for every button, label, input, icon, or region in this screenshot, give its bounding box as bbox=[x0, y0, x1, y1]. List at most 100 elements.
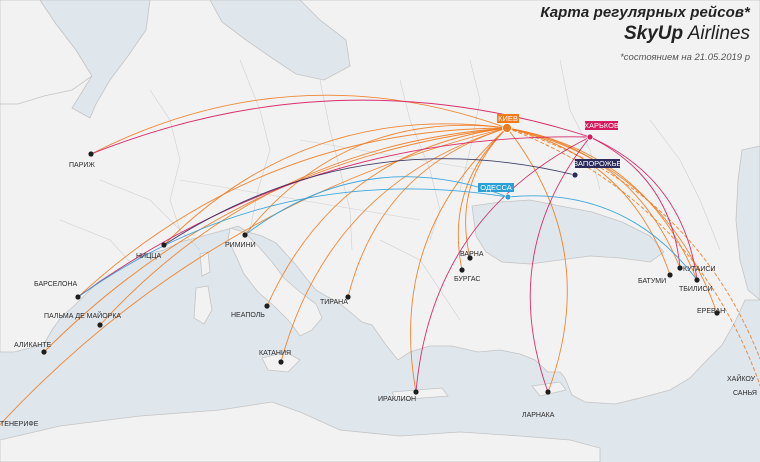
city-label-sanya: САНЬЯ bbox=[733, 390, 757, 397]
route-kyiv-batumi bbox=[506, 127, 671, 276]
city-label-tirana: ТИРАНА bbox=[320, 299, 348, 306]
route-kyiv-burgas bbox=[457, 127, 508, 271]
city-marker-tbilisi[interactable] bbox=[694, 277, 700, 283]
city-marker-yerevan[interactable] bbox=[714, 310, 720, 316]
city-label-kutaisi: КУТАИСИ bbox=[683, 266, 715, 273]
city-label-naples: НЕАПОЛЬ bbox=[231, 312, 265, 319]
city-label-haikou: ХАЙКОУ bbox=[727, 374, 756, 383]
city-marker-varna[interactable] bbox=[467, 255, 473, 261]
brand-regular: Airlines bbox=[683, 23, 750, 44]
city-label-burgas: БУРГАС bbox=[454, 276, 480, 283]
hub-marker-kharkiv[interactable] bbox=[586, 133, 594, 141]
route-kyiv-haikou bbox=[506, 127, 760, 361]
city-label-nice: НИЦЦА bbox=[136, 253, 161, 260]
city-marker-rimini[interactable] bbox=[242, 232, 248, 238]
caspian-sea bbox=[735, 145, 760, 301]
route-zaporizhzhia-nice bbox=[163, 158, 576, 246]
hub-label-text-odesa: ОДЕССА bbox=[480, 183, 511, 192]
land-corsica bbox=[199, 251, 211, 277]
city-marker-catania[interactable] bbox=[278, 359, 284, 365]
city-marker-barcelona[interactable] bbox=[75, 294, 81, 300]
route-kyiv-barcelona bbox=[77, 127, 508, 298]
route-kyiv-sanya bbox=[506, 127, 760, 387]
city-label-rimini: РИМИНИ bbox=[225, 242, 256, 249]
hub-label-box-kyiv bbox=[497, 114, 519, 123]
city-marker-heraklion[interactable] bbox=[413, 389, 419, 395]
hub-label-kyiv: КИЕВ bbox=[497, 114, 519, 123]
brand-logo: SkyUp Airlines bbox=[540, 23, 750, 45]
hub-label-text-kharkiv: ХАРЬКОВ bbox=[584, 121, 619, 130]
city-label-palma: ПАЛЬМА ДЕ МАЙОРКА bbox=[44, 311, 121, 320]
city-marker-nice[interactable] bbox=[161, 242, 167, 248]
city-marker-alicante[interactable] bbox=[41, 349, 47, 355]
route-kyiv-tenerife bbox=[0, 127, 508, 426]
route-odesa-tbilisi bbox=[507, 195, 698, 281]
hub-marker-kyiv[interactable] bbox=[502, 123, 512, 133]
north-sea bbox=[39, 0, 151, 119]
hub-marker-odesa[interactable] bbox=[504, 193, 512, 201]
labels-layer: ПАРИЖ НИЦЦА РИМИНИ БАРСЕЛОНА ПАЛЬМА ДЕ МАЙОР… bbox=[0, 114, 757, 428]
land-europe bbox=[0, 0, 760, 405]
hub-label-odesa: ОДЕССА bbox=[478, 183, 514, 192]
route-kyiv-tbilisi bbox=[506, 127, 698, 281]
hub-label-box-kharkiv bbox=[585, 121, 618, 130]
route-kyiv-paris bbox=[90, 94, 508, 155]
route-odesa-rimini bbox=[244, 176, 509, 236]
route-kyiv-alicante bbox=[43, 127, 508, 353]
route-odesa-barcelona bbox=[77, 188, 509, 298]
city-marker-tirana[interactable] bbox=[345, 294, 351, 300]
map-title: Карта регулярных рейсов* bbox=[540, 4, 750, 21]
route-kharkiv-paris bbox=[90, 99, 591, 155]
hub-marker-zaporizhzhia[interactable] bbox=[571, 171, 579, 179]
hub-label-box-odesa bbox=[478, 183, 514, 192]
land-crete bbox=[391, 387, 449, 401]
route-kharkiv-kutaisi bbox=[589, 136, 681, 269]
hub-label-kharkiv: ХАРЬКОВ bbox=[584, 121, 619, 130]
route-kharkiv-larnaca bbox=[529, 136, 591, 393]
land-sardinia bbox=[193, 285, 213, 325]
route-kyiv-rimini bbox=[244, 124, 508, 236]
city-label-tbilisi: ТБИЛИСИ bbox=[679, 286, 713, 293]
land-italy bbox=[227, 227, 323, 337]
city-label-barcelona: БАРСЕЛОНА bbox=[34, 281, 78, 288]
city-label-paris: ПАРИЖ bbox=[69, 162, 95, 169]
land-africa bbox=[0, 401, 601, 462]
hub-label-text-zaporizhzhia: ЗАПОРОЖЬЕ bbox=[573, 159, 621, 168]
city-marker-kutaisi[interactable] bbox=[677, 265, 683, 271]
routes-layer bbox=[0, 94, 760, 426]
city-label-batumi: БАТУМИ bbox=[638, 278, 666, 285]
route-kyiv-nice bbox=[163, 123, 508, 246]
route-kyiv-yerevan bbox=[506, 127, 718, 314]
route-kyiv-catania bbox=[280, 127, 508, 363]
city-marker-batumi[interactable] bbox=[667, 272, 673, 278]
route-kyiv-larnaca bbox=[506, 127, 568, 393]
city-label-heraklion: ИРАКЛИОН bbox=[378, 396, 416, 403]
route-kharkiv-tbilisi bbox=[589, 136, 698, 281]
city-label-tenerife: ТЕНЕРИФЕ bbox=[0, 421, 39, 428]
city-marker-larnaca[interactable] bbox=[545, 389, 551, 395]
baltic-sea bbox=[209, 0, 351, 81]
hub-label-text-kyiv: КИЕВ bbox=[498, 114, 518, 123]
city-label-catania: КАТАНИЯ bbox=[259, 350, 291, 357]
city-label-varna: ВАРНА bbox=[460, 251, 484, 258]
title-block: Карта регулярных рейсов* SkyUp Airlines … bbox=[540, 4, 750, 63]
city-label-larnaca: ЛАРНАКА bbox=[522, 412, 555, 419]
city-marker-burgas[interactable] bbox=[459, 267, 465, 273]
city-label-yerevan: ЕРЕВАН bbox=[697, 308, 725, 315]
brand-bold: SkyUp bbox=[623, 23, 684, 44]
route-kharkiv-heraklion bbox=[415, 136, 591, 393]
city-marker-paris[interactable] bbox=[88, 151, 94, 157]
city-marker-palma[interactable] bbox=[97, 322, 103, 328]
city-marker-naples[interactable] bbox=[264, 303, 270, 309]
markers-layer bbox=[41, 123, 720, 395]
route-kharkiv-barcelona bbox=[77, 136, 591, 298]
hub-label-zaporizhzhia: ЗАПОРОЖЬЕ bbox=[573, 159, 622, 168]
hub-label-box-zaporizhzhia bbox=[575, 159, 620, 168]
status-note: *состоянием на 21.05.2019 р bbox=[620, 52, 750, 63]
route-kyiv-tirana bbox=[347, 127, 508, 298]
black-sea bbox=[471, 199, 665, 265]
country-borders bbox=[59, 59, 721, 321]
city-label-alicante: АЛИКАНТЕ bbox=[14, 342, 52, 349]
